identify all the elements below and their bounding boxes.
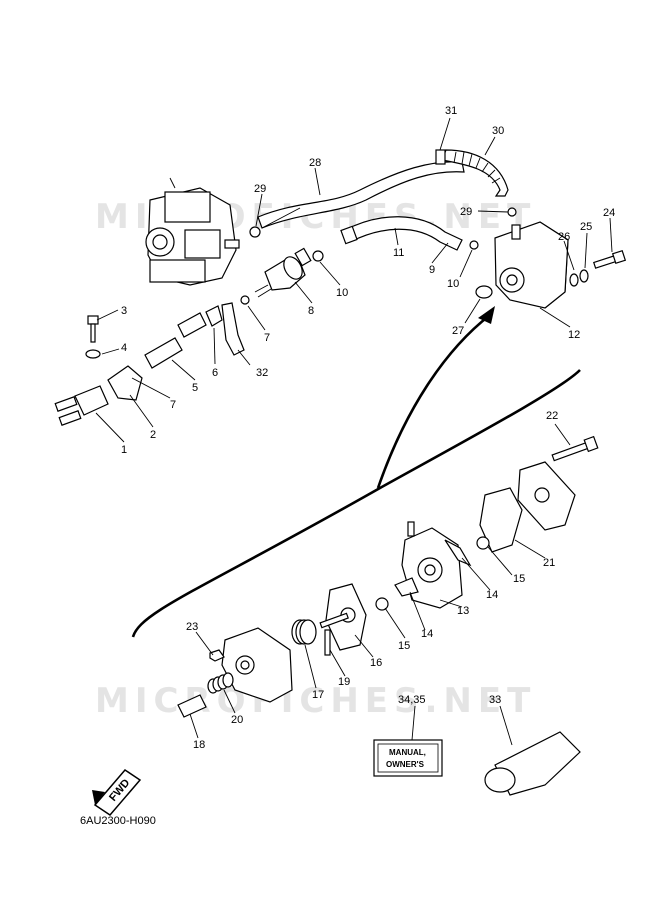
callout-7-bottom: 7 bbox=[170, 399, 176, 411]
divider-curve bbox=[131, 369, 581, 638]
fuel-hose-11 bbox=[344, 216, 463, 251]
diagram-code: 6AU2300-H090 bbox=[80, 815, 156, 827]
callout-6: 6 bbox=[212, 367, 218, 379]
callout-24: 24 bbox=[603, 207, 615, 219]
manual-line-1: MANUAL, bbox=[389, 748, 426, 757]
washer-4 bbox=[85, 349, 101, 359]
clip-10-right bbox=[469, 240, 479, 250]
manual-line-2: OWNER'S bbox=[386, 760, 425, 769]
pump-base bbox=[221, 627, 293, 703]
valve-14-lower bbox=[394, 577, 419, 597]
bolt-24 bbox=[593, 249, 627, 269]
assembly-arrow-head bbox=[478, 306, 495, 324]
bolt-3 bbox=[87, 315, 99, 343]
assembly-arrow bbox=[376, 313, 491, 489]
callout-1: 1 bbox=[121, 444, 127, 456]
callout-25: 25 bbox=[580, 221, 592, 233]
owners-manual: MANUAL, OWNER'S bbox=[373, 739, 443, 777]
callout-22: 22 bbox=[546, 410, 558, 422]
callout-31: 31 bbox=[445, 105, 457, 117]
callout-4: 4 bbox=[121, 342, 127, 354]
pin-19 bbox=[324, 629, 331, 656]
callout-12: 12 bbox=[568, 329, 580, 341]
plunger-18 bbox=[177, 694, 207, 718]
clip-29-right bbox=[507, 207, 517, 217]
clamp-31 bbox=[435, 149, 446, 165]
spring-20 bbox=[207, 672, 234, 694]
callout-15-lower: 15 bbox=[398, 640, 410, 652]
callout-14-lower: 14 bbox=[421, 628, 433, 640]
callout-33: 33 bbox=[489, 694, 501, 706]
pump-diaphragm bbox=[479, 487, 523, 553]
callout-32: 32 bbox=[256, 367, 268, 379]
watermark-bottom: MICROFICHES.NET bbox=[95, 681, 536, 721]
callout-13: 13 bbox=[457, 605, 469, 617]
callout-10-left: 10 bbox=[336, 287, 348, 299]
screw-15-lower bbox=[375, 597, 389, 611]
callout-20: 20 bbox=[231, 714, 243, 726]
screw-15-upper bbox=[476, 536, 490, 550]
washer-25 bbox=[579, 269, 589, 283]
callout-3: 3 bbox=[121, 305, 127, 317]
leader-lines bbox=[95, 117, 613, 746]
gasket-2 bbox=[107, 365, 143, 401]
fuel-hose-28 bbox=[257, 161, 465, 229]
fuel-hose-30 bbox=[441, 149, 509, 197]
fuel-joint-1 bbox=[54, 385, 109, 426]
callout-18: 18 bbox=[193, 739, 205, 751]
bracket-32 bbox=[221, 302, 245, 356]
callout-8: 8 bbox=[308, 305, 314, 317]
callout-5: 5 bbox=[192, 382, 198, 394]
callout-11: 11 bbox=[393, 247, 404, 259]
clip-10-left bbox=[312, 250, 324, 262]
callout-27: 27 bbox=[452, 325, 464, 337]
callout-26: 26 bbox=[558, 231, 570, 243]
callout-10-right: 10 bbox=[447, 278, 459, 290]
callout-29-left: 29 bbox=[254, 183, 266, 195]
callout-14-upper: 14 bbox=[486, 589, 498, 601]
nut-23 bbox=[209, 649, 225, 662]
forward-arrow-icon: FWD bbox=[92, 769, 142, 816]
carburetor bbox=[145, 177, 240, 286]
callout-28: 28 bbox=[309, 157, 321, 169]
callout-15-upper: 15 bbox=[513, 573, 525, 585]
callout-23: 23 bbox=[186, 621, 198, 633]
callout-17: 17 bbox=[312, 689, 324, 701]
clip-7-top bbox=[240, 295, 250, 305]
callout-7-top: 7 bbox=[264, 332, 270, 344]
callout-29-right: 29 bbox=[460, 206, 472, 218]
callout-16: 16 bbox=[370, 657, 382, 669]
clip-29-left bbox=[249, 226, 261, 238]
callout-2: 2 bbox=[150, 429, 156, 441]
callout-labels: 31 30 28 29 29 11 9 10 10 8 26 25 24 12 … bbox=[121, 105, 615, 751]
pump-body-13 bbox=[401, 521, 463, 609]
callout-34-35: 34,35 bbox=[398, 694, 426, 706]
fuel-filter bbox=[254, 247, 312, 298]
callout-19: 19 bbox=[338, 676, 350, 688]
fuel-pump-assembly bbox=[494, 221, 569, 309]
fuel-hose-5 bbox=[144, 312, 207, 369]
washer-26 bbox=[569, 273, 579, 287]
callout-21: 21 bbox=[543, 557, 555, 569]
valve-14-upper bbox=[444, 539, 472, 567]
callout-30: 30 bbox=[492, 125, 504, 137]
spring-17 bbox=[291, 619, 317, 645]
clip-6 bbox=[205, 305, 223, 327]
callout-9: 9 bbox=[429, 264, 435, 276]
o-ring-27 bbox=[475, 285, 493, 299]
bolt-22 bbox=[551, 435, 599, 462]
